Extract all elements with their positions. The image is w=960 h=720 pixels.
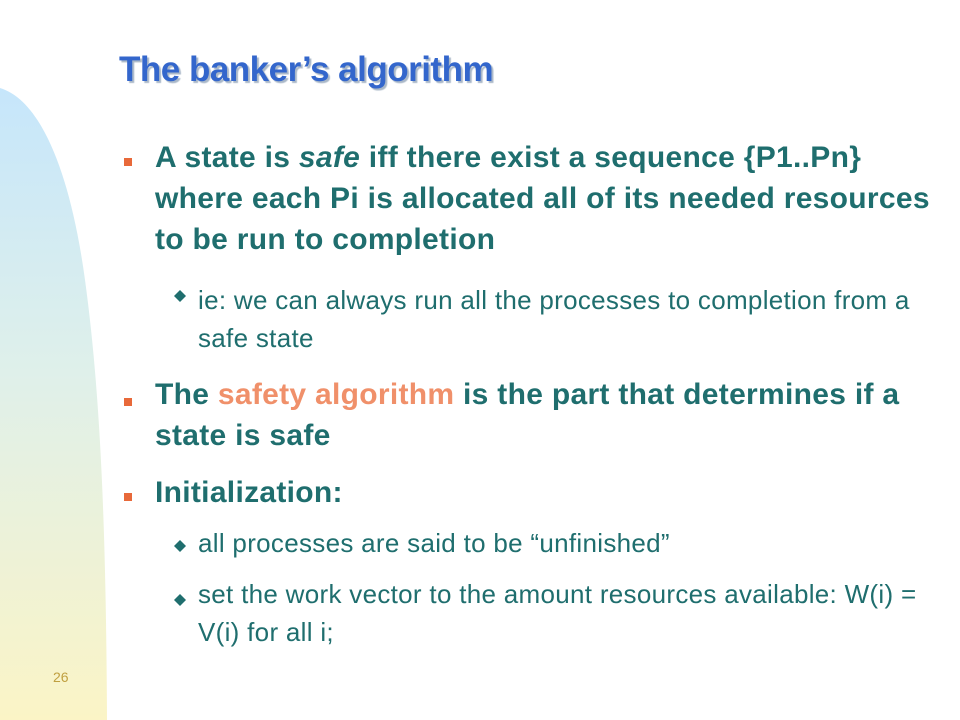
sub-bullet-text: set the work vector to the amount resour… — [198, 579, 917, 647]
bullet-text-part: is the part that determines if a state i… — [155, 378, 900, 452]
emphasis-text: safe — [298, 141, 361, 174]
square-bullet-icon — [124, 158, 132, 166]
sub-bullet-text: ie: we can always run all the processes … — [198, 285, 910, 353]
diamond-bullet-icon — [174, 290, 186, 302]
bullet-text: Initialization: — [155, 476, 343, 509]
highlighted-term: safety algorithm — [217, 378, 455, 411]
bullet-text: The safety algorithm is the part that de… — [155, 374, 945, 456]
bullet-text-part: iff there exist a sequence {P1..Pn} wher… — [155, 141, 930, 256]
bullet-text: A state is safe iff there exist a sequen… — [155, 137, 945, 260]
bullet-text-part: The — [155, 378, 218, 411]
bullet-text-part: A state is — [155, 141, 299, 174]
diamond-bullet-icon — [174, 540, 186, 552]
decorative-gradient-panel — [0, 0, 110, 720]
gradient-swoosh-icon — [0, 88, 107, 720]
square-bullet-icon — [124, 493, 132, 501]
page-number: 26 — [53, 669, 69, 685]
sub-bullet-text: all processes are said to be “unfinished… — [198, 528, 670, 558]
square-bullet-icon — [124, 398, 132, 406]
slide-title: The banker’s algorithm — [119, 50, 494, 89]
diamond-bullet-icon — [174, 594, 186, 606]
